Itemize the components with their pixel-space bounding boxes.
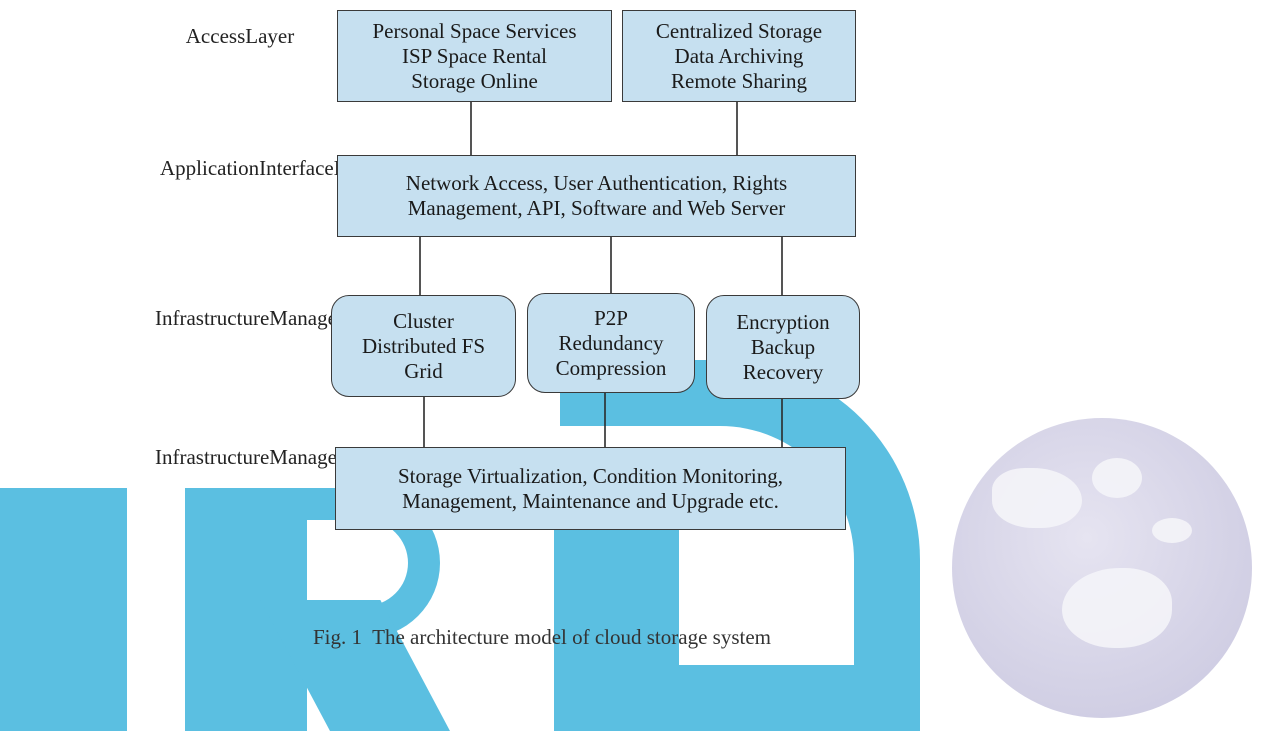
text-line: Infrastructure	[155, 306, 270, 330]
box-application-interface: Network Access, User Authentication, Rig…	[337, 155, 856, 237]
text-line: Infrastructure	[155, 445, 270, 469]
text-line: Compression	[555, 355, 667, 380]
figure-caption: Fig. 1 The architecture model of cloud s…	[313, 625, 771, 649]
text-line: Storage Online	[411, 68, 538, 93]
text-line: Remote Sharing	[671, 68, 807, 93]
box-storage-virtualization: Storage Virtualization, Condition Monito…	[335, 447, 846, 530]
text-line: Management, API, Software and Web Server	[407, 196, 786, 220]
text-line: Storage Virtualization, Condition Monito…	[397, 463, 784, 488]
layer-label-application-interface: ApplicationInterfaceLayer	[160, 156, 383, 181]
text-line: Access	[185, 24, 246, 48]
watermark-globe-icon	[952, 418, 1252, 718]
text-line: Grid	[404, 358, 443, 383]
text-line: ISP Space Rental	[401, 43, 548, 68]
text-line: Encryption	[736, 309, 830, 334]
text-line: Cluster	[393, 308, 454, 333]
text-line: P2P	[594, 305, 628, 330]
text-line: Network Access, User Authentication, Rig…	[405, 171, 788, 195]
text-line: Redundancy	[558, 330, 664, 355]
layer-label-access: AccessLayer	[180, 24, 300, 49]
text-line: Data Archiving	[674, 43, 804, 68]
text-line: Application	[160, 156, 260, 180]
text-line: Interface	[259, 156, 334, 180]
text-line: Management, Maintenance and Upgrade etc.	[402, 488, 779, 513]
text-line: Recovery	[742, 359, 824, 384]
text-line: Backup	[750, 334, 816, 359]
text-line: Personal Space Services	[372, 18, 577, 43]
layer-label-infrastructure-management-1: InfrastructureManagementLayer	[155, 306, 428, 331]
text-line: Centralized Storage	[655, 18, 823, 43]
layer-label-infrastructure-management-2: InfrastructureManagementLayer	[155, 445, 428, 470]
text-line: Distributed FS	[361, 333, 486, 358]
watermark-letter-i	[0, 488, 127, 731]
text-line: Layer	[245, 24, 295, 48]
